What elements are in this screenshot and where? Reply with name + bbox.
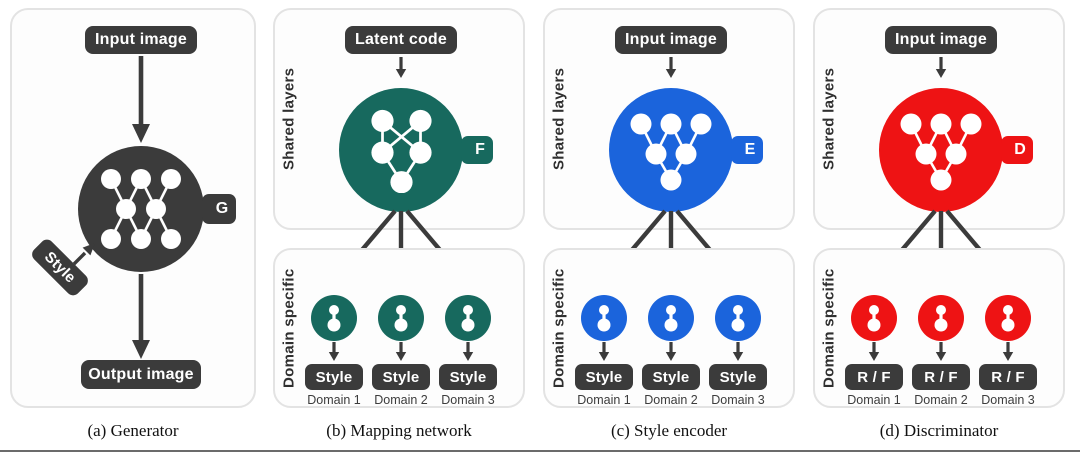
input-image-pill: Input image	[85, 26, 197, 54]
branch-domain-label: Domain 2	[644, 393, 698, 407]
two-node-icon	[597, 305, 611, 332]
discriminator-letter-tab: D	[1001, 136, 1033, 164]
branch-output-pill: Style	[575, 364, 633, 390]
branch-domain-label: Domain 1	[577, 393, 631, 407]
style-encoder-ball	[609, 88, 733, 212]
domain-specific-label: Domain specific	[280, 268, 298, 388]
arrow-down-icon	[665, 57, 677, 78]
panel-caption: (d) Discriminator	[879, 421, 999, 440]
branch-output-pill: Style	[642, 364, 700, 390]
arrow-down-icon	[395, 57, 407, 78]
branch-domain-label: Domain 2	[374, 393, 428, 407]
arrow-down-icon	[395, 342, 407, 361]
branch-domain-label: Domain 3	[441, 393, 495, 407]
two-node-icon	[731, 305, 745, 332]
neural-network-icon	[630, 113, 712, 191]
generator-network-ball	[78, 146, 204, 272]
panel-caption: (c) Style encoder	[610, 421, 728, 440]
neural-network-icon	[370, 109, 432, 193]
arrow-down-icon	[868, 342, 880, 361]
shared-layers-label: Shared layers	[820, 67, 838, 171]
branch-output-pill: Style	[709, 364, 767, 390]
mapping-network-ball	[339, 88, 463, 212]
domain-branch-ball	[648, 295, 694, 341]
domain-branch-ball	[445, 295, 491, 341]
branch-domain-label: Domain 1	[307, 393, 361, 407]
panel-generator: Input image G Style	[10, 0, 256, 453]
arrow-down-icon	[935, 57, 947, 78]
domain-specific-label: Domain specific	[820, 268, 838, 388]
domain-branch-ball	[715, 295, 761, 341]
domain-branch-ball	[378, 295, 424, 341]
branch-domain-label: Domain 3	[981, 393, 1035, 407]
domain-branch-ball	[918, 295, 964, 341]
branch-output-pill: R / F	[845, 364, 903, 390]
input-image-pill: Input image	[885, 26, 997, 54]
encoder-letter-tab: E	[731, 136, 763, 164]
shared-layers-label: Shared layers	[280, 67, 298, 171]
branch-domain-label: Domain 3	[711, 393, 765, 407]
arrow-down-icon	[132, 56, 150, 143]
two-node-icon	[461, 305, 475, 332]
domain-branch-ball	[311, 295, 357, 341]
arrow-down-icon	[132, 274, 150, 359]
panel-caption: (a) Generator	[87, 421, 179, 440]
mapping-letter-tab: F	[461, 136, 493, 164]
panel-caption: (b) Mapping network	[326, 421, 472, 440]
input-image-pill: Input image	[615, 26, 727, 54]
arrow-down-icon	[328, 342, 340, 361]
arrow-down-icon	[732, 342, 744, 361]
panel-discriminator: Shared layers Input image D	[811, 0, 1067, 453]
branch-output-pill: Style	[372, 364, 430, 390]
branch-output-pill: R / F	[979, 364, 1037, 390]
arrow-down-icon	[598, 342, 610, 361]
branch-output-pill: Style	[305, 364, 363, 390]
branch-domain-label: Domain 1	[847, 393, 901, 407]
branch-output-pill: Style	[439, 364, 497, 390]
two-node-icon	[1001, 305, 1015, 332]
branch-domain-label: Domain 2	[914, 393, 968, 407]
figure-bottom-rule	[0, 450, 1080, 452]
domain-branch-ball	[985, 295, 1031, 341]
generator-letter-tab: G	[202, 194, 236, 224]
discriminator-ball	[879, 88, 1003, 212]
domain-branch-ball	[851, 295, 897, 341]
two-node-icon	[867, 305, 881, 332]
latent-code-pill: Latent code	[345, 26, 457, 54]
two-node-icon	[327, 305, 341, 332]
arrow-down-icon	[1002, 342, 1014, 361]
arrow-down-icon	[935, 342, 947, 361]
neural-network-icon	[900, 113, 982, 191]
branch-output-pill: R / F	[912, 364, 970, 390]
arrow-up-right-icon	[72, 243, 95, 266]
panel-style-encoder: Shared layers Input image E	[541, 0, 797, 453]
domain-specific-label: Domain specific	[550, 268, 568, 388]
two-node-icon	[934, 305, 948, 332]
neural-network-icon	[101, 169, 181, 249]
arrow-down-icon	[665, 342, 677, 361]
shared-layers-label: Shared layers	[550, 67, 568, 171]
two-node-icon	[394, 305, 408, 332]
arrow-down-icon	[462, 342, 474, 361]
domain-branch-ball	[581, 295, 627, 341]
output-image-pill: Output image	[81, 360, 201, 389]
two-node-icon	[664, 305, 678, 332]
panel-mapping-network: Shared layers Latent code F	[271, 0, 527, 453]
